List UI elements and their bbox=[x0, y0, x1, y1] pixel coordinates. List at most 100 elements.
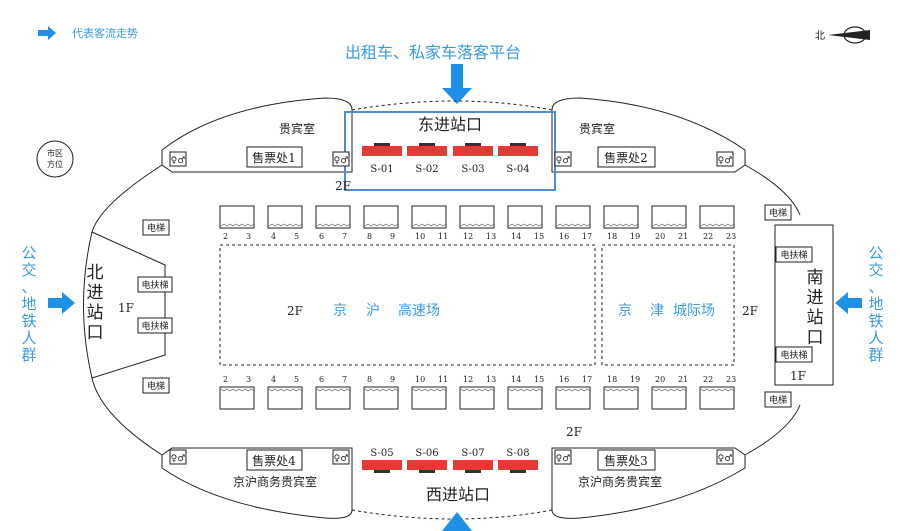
svg-text:♀♂: ♀♂ bbox=[718, 454, 733, 464]
security-bar bbox=[407, 146, 447, 156]
gate-number: 7 bbox=[342, 375, 347, 384]
legend: 代表客流走势 bbox=[38, 26, 138, 40]
north-label: 北 bbox=[815, 30, 825, 42]
station-outline bbox=[83, 97, 834, 520]
gate-edge bbox=[460, 388, 495, 392]
north-indicator: 北 bbox=[815, 26, 870, 44]
gate-box bbox=[507, 386, 543, 410]
security-checkpoint: S-03 bbox=[453, 143, 493, 175]
security-label: S-04 bbox=[506, 164, 529, 175]
svg-text:♀♂: ♀♂ bbox=[334, 156, 349, 166]
gate-box bbox=[555, 386, 591, 410]
west-entrance-label: 西进站口 bbox=[426, 485, 490, 504]
svg-text:南: 南 bbox=[807, 268, 824, 288]
left-flow-label: 公 交 、 地 铁 人 群 bbox=[21, 244, 36, 364]
gate-box bbox=[651, 386, 687, 410]
gate-edge bbox=[412, 223, 447, 227]
security-label: S-07 bbox=[461, 448, 484, 459]
svg-text:地: 地 bbox=[868, 295, 883, 313]
floor-1f-left: 1F bbox=[118, 301, 134, 315]
security-scanner bbox=[374, 470, 390, 473]
gate-number: 23 bbox=[726, 232, 736, 241]
security-scanner bbox=[419, 143, 435, 146]
svg-text:电扶梯: 电扶梯 bbox=[141, 320, 168, 332]
gate-number: 2 bbox=[223, 375, 228, 384]
svg-text:津: 津 bbox=[650, 303, 664, 319]
top-flow-arrow-icon bbox=[442, 64, 472, 104]
svg-text:电扶梯: 电扶梯 bbox=[780, 249, 807, 261]
gate-number: 5 bbox=[294, 375, 299, 384]
security-bar bbox=[362, 460, 402, 470]
gate-edge bbox=[364, 223, 399, 227]
gate-number: 9 bbox=[390, 232, 395, 241]
restroom-icon: ♀♂ ♀♂ ♀♂ ♀♂ ♀♂ ♀♂ ♀♂ ♀♂ bbox=[169, 151, 734, 465]
security-label: S-06 bbox=[415, 448, 438, 459]
security-bar bbox=[407, 460, 447, 470]
gate-edge bbox=[508, 223, 543, 227]
security-label: S-01 bbox=[370, 164, 393, 175]
gate-number: 2 bbox=[223, 232, 228, 241]
gate-box bbox=[699, 205, 735, 229]
security-bar bbox=[498, 460, 538, 470]
gate-number: 16 bbox=[559, 375, 569, 384]
gate-box bbox=[411, 386, 447, 410]
gate-box bbox=[219, 205, 255, 229]
gate-number: 18 bbox=[607, 232, 617, 241]
gate-number: 4 bbox=[271, 375, 276, 384]
gate-number: 4 bbox=[271, 232, 276, 241]
svg-text:公: 公 bbox=[21, 244, 36, 262]
gate-box bbox=[507, 205, 543, 229]
ticket-office-2: 售票处2 bbox=[597, 146, 656, 168]
svg-text:口: 口 bbox=[87, 323, 104, 343]
svg-text:市区: 市区 bbox=[47, 148, 63, 158]
left-flow-arrow-icon bbox=[48, 292, 75, 314]
svg-text:♀♂: ♀♂ bbox=[556, 156, 571, 166]
gate-number: 22 bbox=[703, 375, 713, 384]
gate-number: 5 bbox=[294, 232, 299, 241]
svg-text:♀♂: ♀♂ bbox=[556, 454, 571, 464]
gate-number: 6 bbox=[319, 232, 324, 241]
gate-edge bbox=[556, 388, 591, 392]
security-checkpoint: S-07 bbox=[453, 448, 493, 473]
svg-text:、: 、 bbox=[21, 278, 36, 296]
security-checkpoint: S-01 bbox=[362, 143, 402, 175]
floor-1f-right: 1F bbox=[790, 369, 806, 383]
security-bar bbox=[362, 146, 402, 156]
svg-text:京: 京 bbox=[618, 303, 632, 319]
south-entrance-label: 南 进 站 口 bbox=[807, 268, 824, 348]
compass-needle-icon bbox=[828, 30, 870, 40]
floor-2f-top: 2F bbox=[335, 179, 351, 193]
gate-box bbox=[555, 205, 591, 229]
svg-text:城际场: 城际场 bbox=[673, 303, 715, 319]
right-flow-arrow-icon bbox=[835, 292, 862, 314]
svg-text:京: 京 bbox=[333, 303, 347, 319]
security-label: S-05 bbox=[370, 448, 393, 459]
svg-text:电梯: 电梯 bbox=[147, 380, 165, 392]
gate-number: 12 bbox=[463, 375, 473, 384]
gate-edge bbox=[316, 388, 351, 392]
gate-box bbox=[315, 386, 351, 410]
svg-text:铁: 铁 bbox=[868, 312, 883, 330]
bottom-flow-arrow-icon bbox=[442, 512, 472, 531]
gate-box bbox=[363, 386, 399, 410]
security-label: S-03 bbox=[461, 164, 484, 175]
security-checkpoint: S-02 bbox=[407, 143, 447, 175]
svg-text:方位: 方位 bbox=[47, 159, 63, 169]
svg-text:售票处1: 售票处1 bbox=[252, 150, 296, 165]
gate-number: 8 bbox=[367, 375, 372, 384]
vip-room-bottom-right: 京沪商务贵宾室 bbox=[578, 474, 662, 489]
security-bar bbox=[498, 146, 538, 156]
jinghu-hall-label: 京 沪 高速场 bbox=[333, 302, 440, 319]
security-checkpoint: S-04 bbox=[498, 143, 538, 175]
gate-number: 8 bbox=[367, 232, 372, 241]
security-bar bbox=[453, 460, 493, 470]
gate-edge bbox=[700, 388, 735, 392]
east-entrance-label: 东进站口 bbox=[418, 115, 482, 134]
